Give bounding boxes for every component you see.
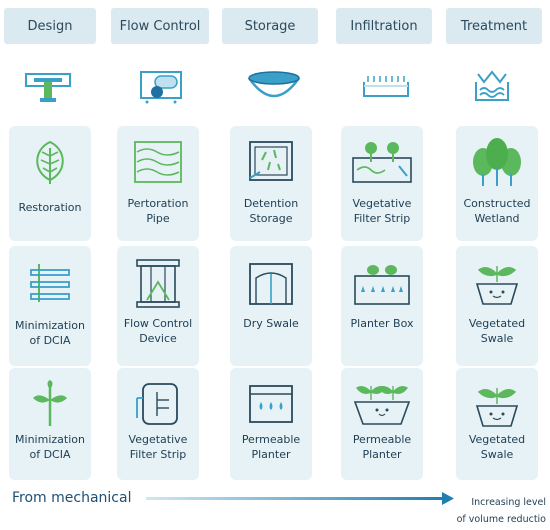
pipes-stack-icon — [30, 264, 70, 302]
wavy-pipe-icon — [134, 141, 182, 183]
card-constructed-wetland: Constructed Wetland — [456, 126, 538, 241]
sprout-pot-icon — [475, 266, 519, 305]
card-label: Pertoration Pipe — [127, 197, 189, 225]
storage-basin-icon — [244, 62, 304, 110]
card-flow-control-device: Flow Control Device — [117, 246, 199, 366]
plant-pot-icon — [353, 385, 411, 425]
header-storage: Storage — [222, 8, 318, 44]
treatment-water-icon — [462, 62, 522, 110]
card-vegetated-swale-2: Vegetated Swale — [456, 368, 538, 480]
gradient-arrow — [146, 492, 454, 505]
header-flow-control: Flow Control — [111, 8, 209, 44]
card-label: Minimization of DCIA — [15, 433, 85, 461]
card-label: Dry Swale — [243, 317, 299, 330]
card-label: Permeable Planter — [241, 433, 301, 461]
card-minimization-dcia-1: Minimization of DCIA — [9, 246, 91, 366]
footer-right-line2: of volume reductio — [456, 514, 546, 525]
card-label: Planter Box — [350, 317, 414, 330]
sprout-pot-icon — [475, 388, 519, 427]
footer-increasing-level: Increasing level of volume reductio — [436, 494, 546, 528]
header-design: Design — [4, 8, 96, 44]
seedling-icon — [33, 380, 67, 426]
header-infiltration: Infiltration — [336, 8, 432, 44]
card-label: Flow Control Device — [123, 317, 193, 345]
card-minimization-dcia-2: Minimization of DCIA — [9, 368, 91, 480]
swale-frame-icon — [249, 263, 293, 305]
gate-device-icon — [136, 259, 180, 308]
header-treatment: Treatment — [446, 8, 542, 44]
card-permeable-planter-1: Permeable Planter — [230, 368, 312, 480]
drops-panel-icon — [249, 385, 293, 423]
detention-box-icon — [249, 141, 293, 181]
card-label: Restoration — [18, 201, 82, 214]
tank-icon — [136, 383, 178, 425]
card-label: Minimization of DCIA — [15, 319, 85, 347]
filter-strip-icon — [352, 142, 412, 183]
leaf-icon — [36, 140, 64, 184]
card-pertoration-pipe: Pertoration Pipe — [117, 126, 199, 241]
card-dry-swale: Dry Swale — [230, 246, 312, 366]
card-planter-box: Planter Box — [341, 246, 423, 366]
card-label: Detention Storage — [243, 197, 299, 225]
trees-icon — [473, 138, 521, 186]
flow-valve-icon — [131, 62, 191, 110]
card-permeable-planter-2: Permeable Planter — [341, 368, 423, 480]
card-label: Vegetative Filter Strip — [128, 433, 188, 461]
card-vegetative-filter-strip: Vegetative Filter Strip — [341, 126, 423, 241]
card-label: Permeable Planter — [352, 433, 412, 461]
card-detention-storage: Detention Storage — [230, 126, 312, 241]
footer-from-mechanical: From mechanical — [12, 490, 132, 506]
card-label: Vegetated Swale — [468, 433, 526, 461]
card-label: Vegetative Filter Strip — [352, 197, 412, 225]
t-pipe-icon — [18, 62, 78, 110]
card-vegetative-filter-strip-2: Vegetative Filter Strip — [117, 368, 199, 480]
infiltration-tray-icon — [356, 62, 416, 110]
footer-right-line1: Increasing level — [471, 497, 546, 508]
card-restoration: Restoration — [9, 126, 91, 241]
card-label: Vegetated Swale — [468, 317, 526, 345]
card-label: Constructed Wetland — [463, 197, 531, 225]
planter-box-icon — [354, 265, 410, 305]
card-vegetated-swale-1: Vegetated Swale — [456, 246, 538, 366]
